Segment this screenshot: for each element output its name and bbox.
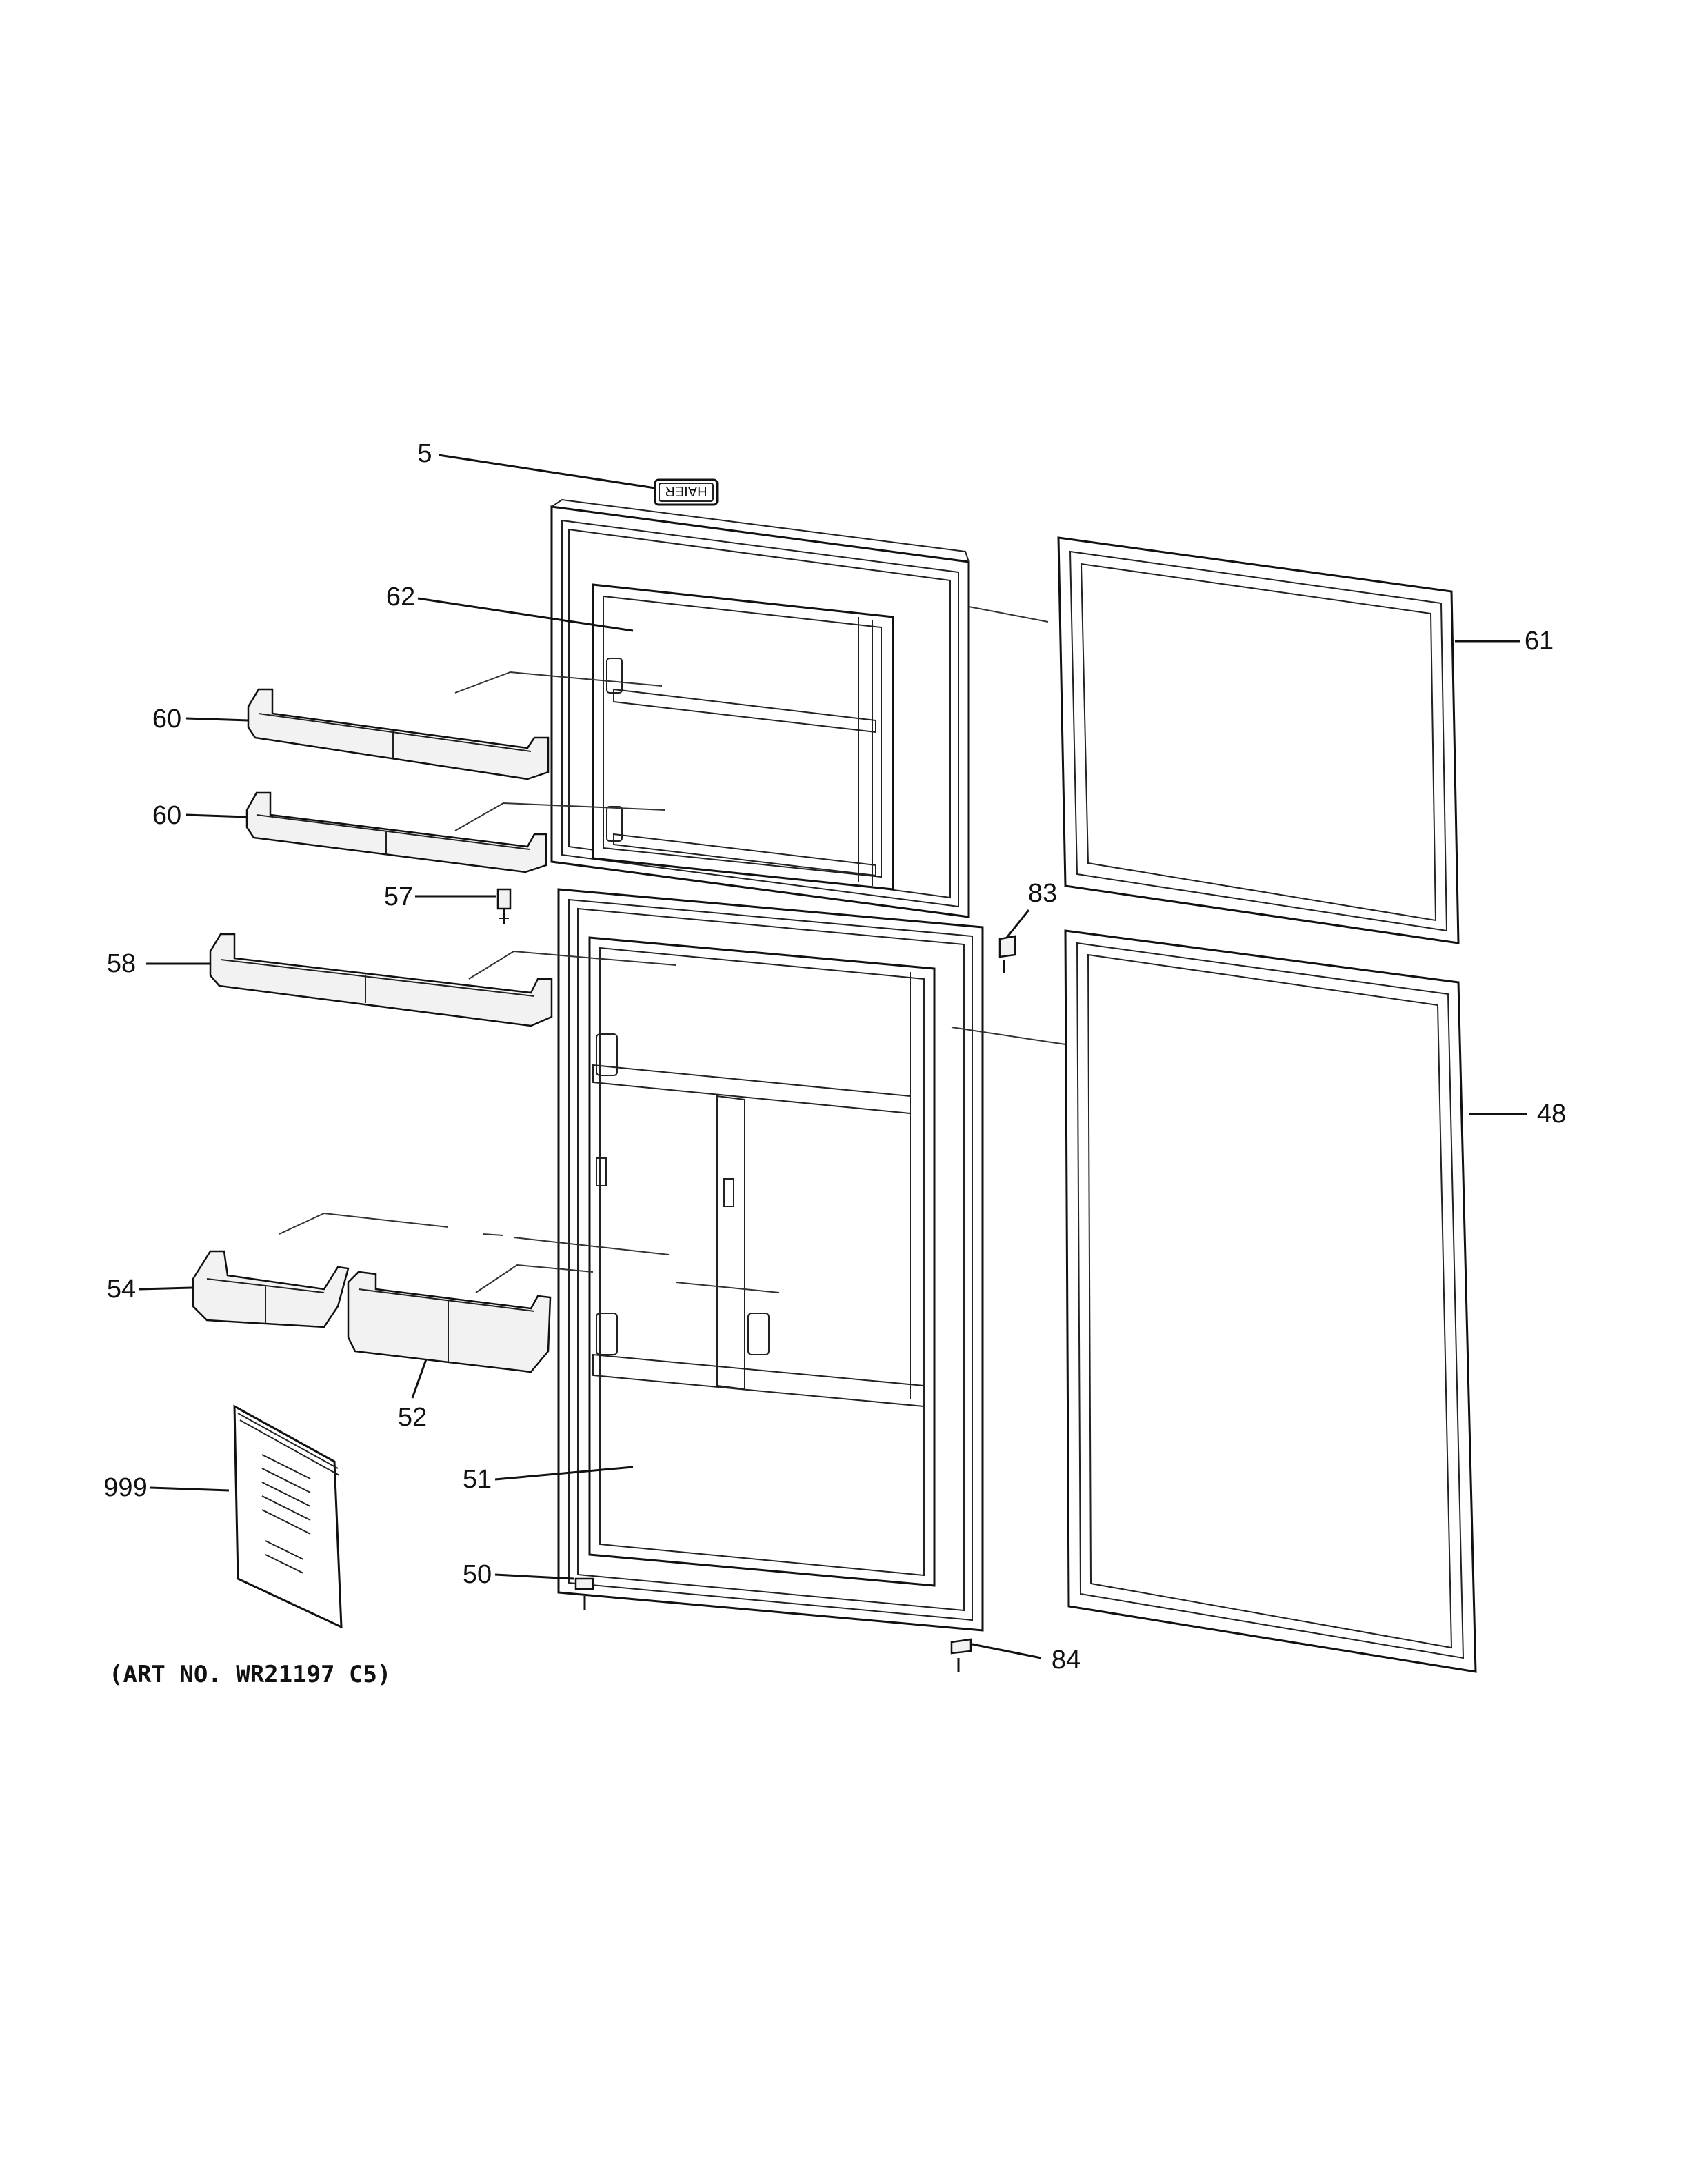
fresh-food-door-gasket (1064, 929, 1477, 1673)
callout-62: 62 (386, 583, 415, 611)
callout-51: 51 (463, 1465, 492, 1494)
callout-60-lower: 60 (152, 801, 181, 830)
leader-lines (139, 454, 1527, 1659)
callout-5: 5 (417, 439, 432, 468)
door-bin-54 (192, 1250, 350, 1328)
freezer-door-gasket (1057, 536, 1460, 944)
badge-text: HAIER (665, 483, 707, 498)
callout-58: 58 (107, 949, 136, 978)
art-number: (ART NO. WR21197 C5) (109, 1661, 391, 1688)
owner-manual-999 (233, 1404, 343, 1629)
callout-60-upper: 60 (152, 705, 181, 734)
callout-83: 83 (1028, 879, 1057, 908)
bottom-hinge-50 (574, 1577, 594, 1610)
bottom-hinge-84 (950, 1638, 972, 1672)
callout-48: 48 (1537, 1100, 1566, 1129)
callout-54: 54 (107, 1275, 136, 1304)
hinge-bracket-83 (998, 935, 1016, 973)
callout-labels: 5 62 61 60 60 57 83 58 48 54 52 999 51 5… (103, 439, 1566, 1675)
callout-999: 999 (103, 1473, 147, 1502)
door-shelf-bin-58 (209, 933, 553, 1027)
freezer-door (550, 498, 970, 918)
hinge-pin-57 (496, 888, 512, 924)
callout-50: 50 (463, 1560, 492, 1589)
haier-badge: HAIER (654, 478, 719, 506)
callout-84: 84 (1052, 1646, 1081, 1675)
door-shelf-bin-60-upper (247, 688, 550, 780)
assembly-guide-lines (279, 606, 1066, 1293)
callout-57: 57 (384, 882, 413, 911)
callout-52: 52 (398, 1403, 427, 1432)
fresh-food-door (557, 888, 984, 1632)
callout-61: 61 (1525, 627, 1554, 656)
door-shelf-bin-60-lower (245, 791, 547, 873)
door-bin-52 (347, 1271, 552, 1373)
